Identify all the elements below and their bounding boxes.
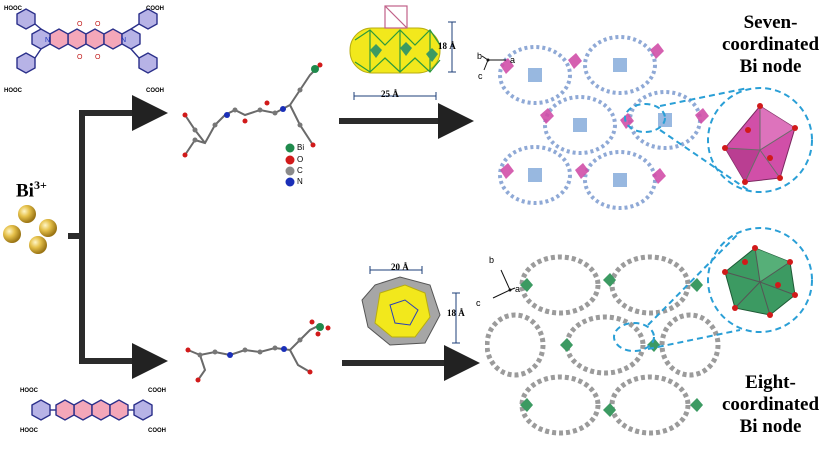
top-axis-indicator	[481, 55, 506, 71]
legend-label-bi: Bi	[297, 143, 305, 152]
element-legend-markers	[285, 143, 295, 187]
bottom-cage-width-label: 20 Å	[391, 262, 409, 272]
bi-symbol: Bi	[16, 180, 34, 202]
top-cage-height-label: 18 Å	[438, 41, 456, 51]
bottom-ball-stick-model	[185, 319, 331, 383]
top-cage-width-label: 25 Å	[381, 89, 399, 99]
bottom-ligand-cooh-label: HOOC	[20, 388, 38, 394]
legend-label-c: C	[297, 166, 303, 175]
top-node-label: Seven- coordinated Bi node	[718, 12, 823, 78]
svg-text:N: N	[45, 37, 50, 44]
bi-spheres	[3, 205, 57, 254]
bottom-node-label: Eight- coordinated Bi node	[718, 372, 823, 438]
svg-text:O: O	[95, 54, 101, 61]
bottom-framework	[485, 254, 721, 436]
bottom-node-line3: Bi node	[739, 416, 802, 437]
legend-label-n: N	[297, 177, 303, 186]
top-framework	[498, 35, 709, 210]
top-axis-b: b	[477, 51, 483, 61]
bottom-axis-c: c	[476, 298, 481, 308]
bi-charge: 3+	[33, 178, 47, 192]
seven-coordinated-polyhedron	[722, 103, 798, 185]
bi-sphere	[39, 219, 57, 237]
bottom-ligand-cooh-label: HOOC	[20, 428, 38, 434]
svg-text:O: O	[77, 21, 83, 28]
top-ligand-cooh-label: HOOC	[4, 6, 22, 12]
legend-marker-c	[285, 166, 295, 176]
top-node-line2: coordinated	[721, 34, 820, 55]
top-axis-c: c	[478, 71, 483, 81]
top-ligand-cooh-label: COOH	[146, 6, 164, 12]
bi-sphere	[29, 236, 47, 254]
bottom-cage	[361, 266, 460, 346]
legend-marker-o	[285, 155, 295, 165]
legend-marker-n	[285, 177, 295, 187]
top-ligand-structure: O O O O N N	[16, 8, 158, 74]
svg-text:O: O	[95, 21, 101, 28]
bottom-axis-indicator	[492, 269, 516, 299]
top-node-line3: Bi node	[739, 56, 802, 77]
bottom-axis-a: a	[515, 284, 521, 294]
bottom-node-line1: Eight-	[745, 372, 796, 393]
eight-coordinated-polyhedron	[722, 245, 798, 318]
top-cage	[349, 5, 456, 100]
bottom-cage-height-label: 18 Å	[447, 308, 465, 318]
legend-label-o: O	[297, 155, 304, 164]
svg-text:N: N	[121, 37, 126, 44]
bi-sphere	[3, 225, 21, 243]
bottom-ligand-structure	[31, 399, 153, 421]
top-ball-stick-model	[182, 62, 323, 158]
bi-sphere	[18, 205, 36, 223]
top-node-line1: Seven-	[743, 12, 798, 33]
top-axis-a: a	[510, 55, 516, 65]
bottom-axis-b: b	[489, 255, 495, 265]
bottom-ligand-cooh-label: COOH	[148, 388, 166, 394]
bottom-node-line2: coordinated	[721, 394, 820, 415]
bi-ion-label: Bi3+	[16, 178, 47, 202]
top-ligand-cooh-label: HOOC	[4, 88, 22, 94]
top-ligand-cooh-label: COOH	[146, 88, 164, 94]
bottom-ligand-cooh-label: COOH	[148, 428, 166, 434]
svg-text:O: O	[77, 54, 83, 61]
legend-marker-bi	[285, 143, 295, 153]
